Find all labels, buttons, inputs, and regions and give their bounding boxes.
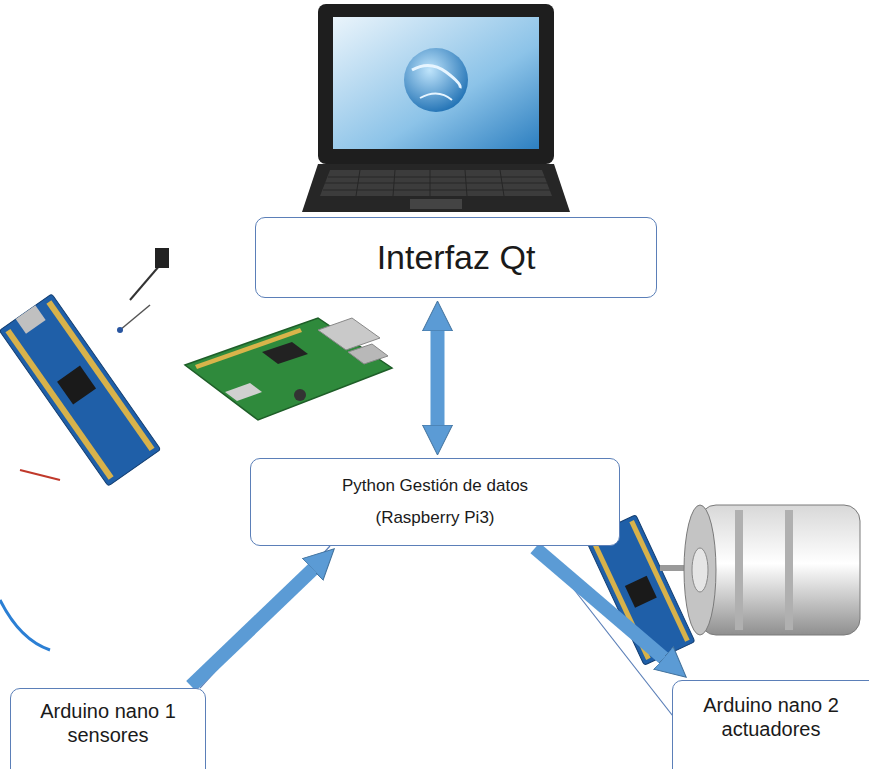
process-box: Python Gestión de datos (Raspberry Pi3) <box>250 458 620 546</box>
node-text: Python Gestión de datos <box>342 476 528 496</box>
block-arrow <box>535 548 664 659</box>
node-text: (Raspberry Pi3) <box>375 508 494 528</box>
block-arrow <box>191 569 313 686</box>
node-text: Arduino nano 1 sensores <box>19 699 197 747</box>
arduino-sensor-illustration <box>0 248 169 650</box>
block-arrow <box>431 330 445 426</box>
laptop-illustration <box>302 4 570 212</box>
node-text: Interfaz Qt <box>377 237 536 278</box>
node-text: Arduino nano 2 actuadores <box>681 693 861 741</box>
actuator-box: Arduino nano 2 actuadores <box>672 680 869 769</box>
arduino-motor-illustration <box>585 505 860 665</box>
sensor-box: Arduino nano 1 sensores <box>10 688 206 769</box>
interface-box: Interfaz Qt <box>255 217 657 298</box>
raspberry-pi-illustration <box>185 318 392 420</box>
